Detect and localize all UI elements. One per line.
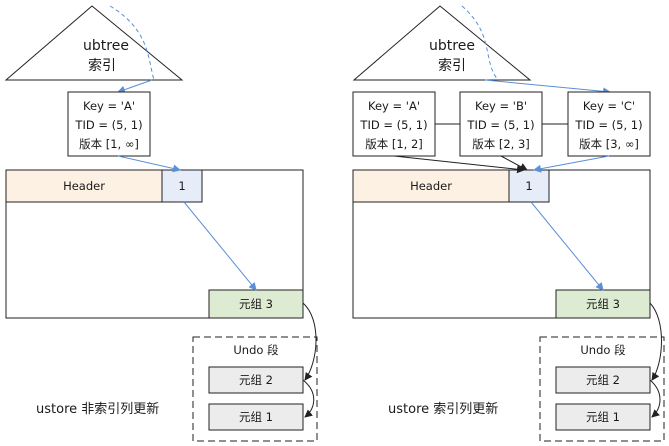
right-entry-a-key: Key = 'A' — [368, 99, 420, 113]
left-caption: ustore 非索引列更新 — [36, 401, 159, 417]
left-index-entry-a — [67, 91, 151, 157]
right-header-label: Header — [410, 179, 452, 193]
right-entry-b-tid: TID = (5, 1) — [466, 118, 534, 132]
left-page-header — [5, 169, 163, 203]
right-entry-c-version: 版本 [3, ∞] — [579, 137, 639, 151]
left-tree-label-1: ubtree — [83, 38, 129, 54]
right-slot-to-tuple-arrow — [530, 201, 604, 291]
right-entry-a-tid: TID = (5, 1) — [359, 118, 427, 132]
left-version-chain-2-to-1 — [302, 379, 315, 418]
left-search-path — [109, 5, 155, 81]
right-version-chain-3-to-2 — [649, 302, 662, 381]
right-entry-c-key: Key = 'C' — [583, 99, 635, 113]
right-tree-label-1: ubtree — [429, 38, 475, 54]
right-tree-label-2: 索引 — [438, 57, 466, 74]
left-ubtree-triangle — [4, 5, 184, 81]
right-panel: ubtree 索引 Key = 'A' TID = (5, 1) 版本 [1, … — [352, 5, 665, 442]
left-entry-to-slot-arrow — [117, 155, 181, 173]
right-entry-c-tid: TID = (5, 1) — [574, 118, 642, 132]
right-undo-tuple-2-label: 元组 2 — [586, 373, 620, 387]
left-panel: ubtree 索引 Key = 'A' TID = (5, 1) 版本 [1, … — [4, 5, 318, 442]
left-entry-a-version: 版本 [1, ∞] — [79, 137, 139, 151]
right-index-entry-c — [567, 91, 651, 157]
left-undo-tuple-1 — [208, 403, 304, 431]
left-header-label: Header — [63, 179, 105, 193]
right-tuple-3 — [555, 289, 651, 319]
right-slot-label: 1 — [525, 179, 532, 193]
right-tuple-3-label: 元组 3 — [586, 297, 620, 311]
left-tuple-3-label: 元组 3 — [239, 297, 273, 311]
left-item-slot — [161, 169, 203, 203]
left-slot-label: 1 — [178, 179, 185, 193]
left-undo-tuple-1-label: 元组 1 — [239, 410, 273, 424]
right-entry-c-to-slot-arrow — [533, 155, 610, 173]
right-entry-a-to-slot-arrow — [393, 155, 525, 174]
right-tree-to-entry-arrow — [484, 79, 611, 96]
left-entry-a-tid: TID = (5, 1) — [74, 118, 142, 132]
left-version-chain-3-to-2 — [302, 302, 317, 381]
left-slot-to-tuple-arrow — [183, 201, 257, 291]
right-entry-b-key: Key = 'B' — [475, 99, 527, 113]
left-entry-a-key: Key = 'A' — [83, 99, 135, 113]
right-entry-a-version: 版本 [1, 2] — [365, 137, 423, 151]
right-item-slot — [508, 169, 550, 203]
right-version-chain-2-to-1 — [649, 379, 661, 418]
left-tree-label-2: 索引 — [88, 57, 116, 74]
left-undo-tuple-2-label: 元组 2 — [239, 373, 273, 387]
right-undo-tuple-1 — [555, 403, 651, 431]
right-entry-b-to-slot-arrow — [500, 155, 528, 171]
left-tuple-3 — [208, 289, 304, 319]
right-entry-b-version: 版本 [2, 3] — [472, 137, 530, 151]
left-undo-title: Undo 段 — [233, 343, 279, 357]
right-page-header — [352, 169, 510, 203]
right-undo-tuple-2 — [555, 366, 651, 394]
right-undo-tuple-1-label: 元组 1 — [586, 410, 620, 424]
right-undo-title: Undo 段 — [580, 343, 626, 357]
right-caption: ustore 索引列更新 — [388, 401, 498, 417]
left-tree-to-entry-arrow — [117, 79, 153, 94]
right-ubtree-triangle — [352, 5, 532, 81]
